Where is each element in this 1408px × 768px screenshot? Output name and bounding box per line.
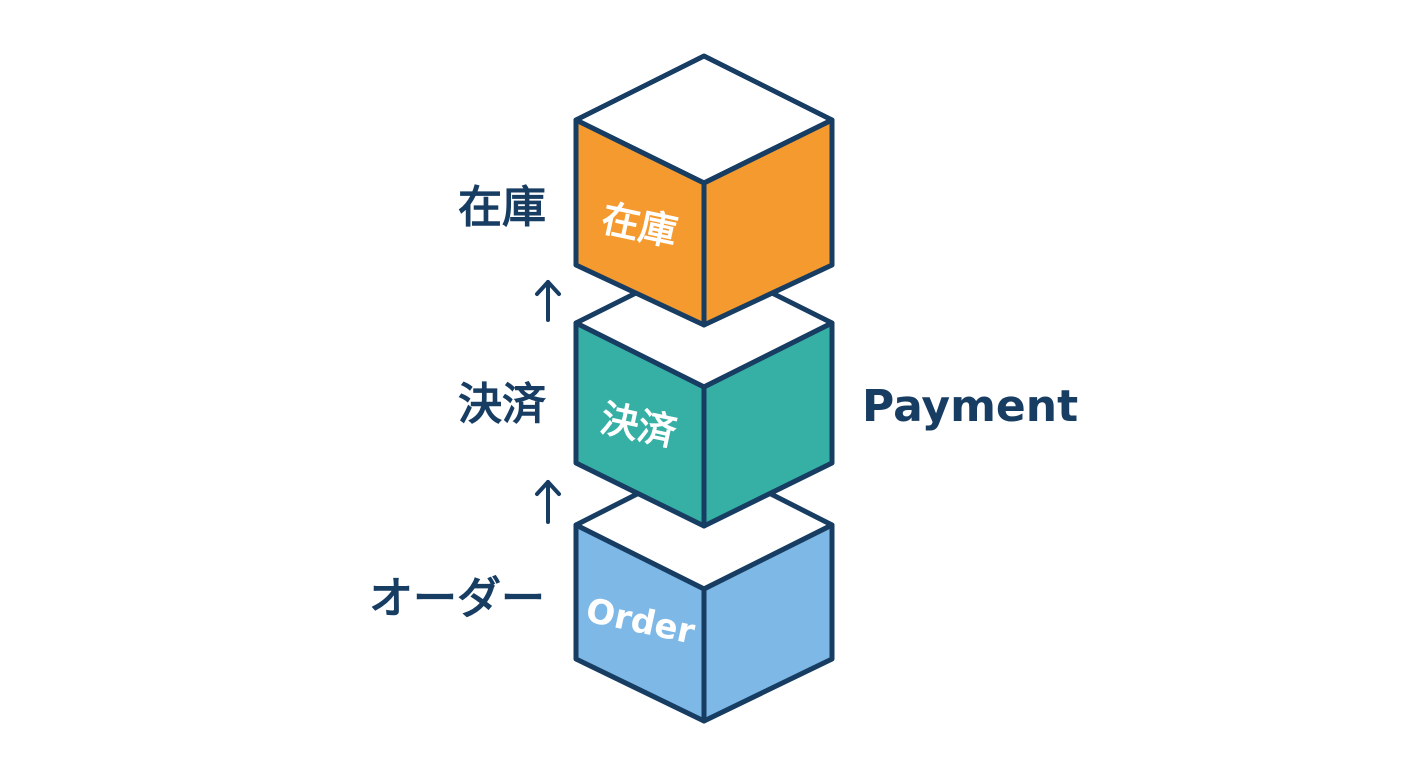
payment-block-right-face bbox=[701, 320, 835, 529]
inventory-side-label: 在庫 bbox=[458, 182, 546, 233]
payment-side-label: 決済 bbox=[458, 379, 547, 430]
payment-right-label: Payment bbox=[862, 381, 1078, 432]
inventory-block-right-face bbox=[701, 117, 835, 328]
order-block-right-face bbox=[701, 522, 835, 724]
arrow-up-icon bbox=[535, 480, 561, 524]
order-block: Order bbox=[573, 457, 835, 724]
inventory-block: 在庫 bbox=[573, 53, 835, 328]
arrow-up-icon bbox=[535, 280, 561, 322]
order-side-label: オーダー bbox=[369, 573, 545, 624]
